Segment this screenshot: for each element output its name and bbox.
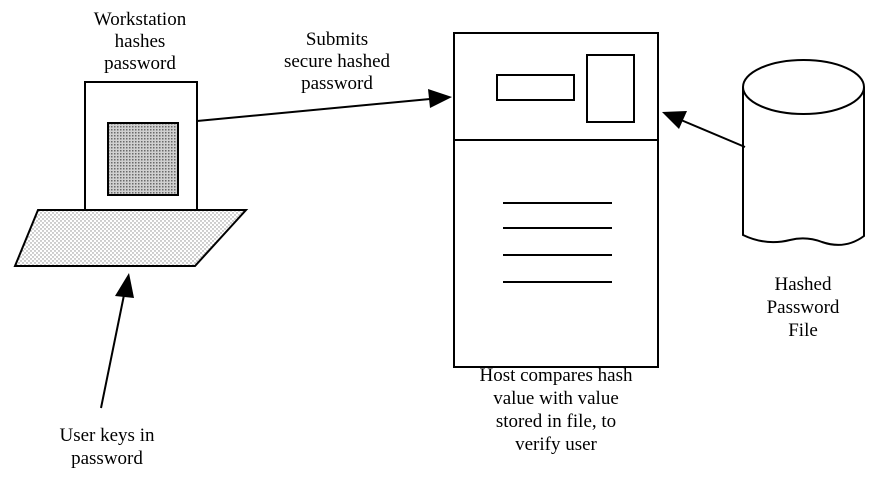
submits-label-line: Submits [305,29,369,50]
submits-label: Submits secure hashed password [262,29,412,95]
cylinder-body [742,87,865,246]
host-label-line: verify user [515,434,597,455]
arrow-file-head [662,111,687,129]
monitor-screen [107,122,179,196]
hashed-file-label: Hashed Password File [748,273,858,342]
workstation-label-line: hashes [114,31,166,52]
host-label-line: Host compares hash [479,365,633,386]
workstation-label-line: Workstation [93,9,187,30]
submits-label-line: secure hashed [283,51,391,72]
host-computer [453,32,659,368]
user-label-line: password [71,448,143,469]
workstation-computer [13,81,249,267]
hashed-password-file-cylinder [742,59,865,246]
hashed-file-label-line: Hashed [774,274,832,295]
arrow-user-line [100,294,125,409]
host-label-line: stored in file, to [495,411,617,432]
cylinder-top [742,59,865,115]
arrow-file-line [680,119,746,148]
arrow-submit-head [428,89,452,108]
arrow-submit-line [196,98,431,122]
arrow-user-head [115,273,134,298]
user-label-line: User keys in [59,425,155,446]
host-drive-slot [496,74,575,101]
host-panel [586,54,635,123]
user-label: User keys in password [37,424,177,470]
keyboard [13,209,249,267]
hashed-file-label-line: File [788,320,818,341]
submits-label-line: password [301,73,373,94]
host-label-line: value with value [493,388,619,409]
arrows [100,89,746,409]
hashed-file-label-line: Password [766,297,840,318]
workstation-label: Workstation hashes password [63,9,217,75]
workstation-label-line: password [104,53,176,74]
host-label: Host compares hash value with value stor… [456,364,656,456]
